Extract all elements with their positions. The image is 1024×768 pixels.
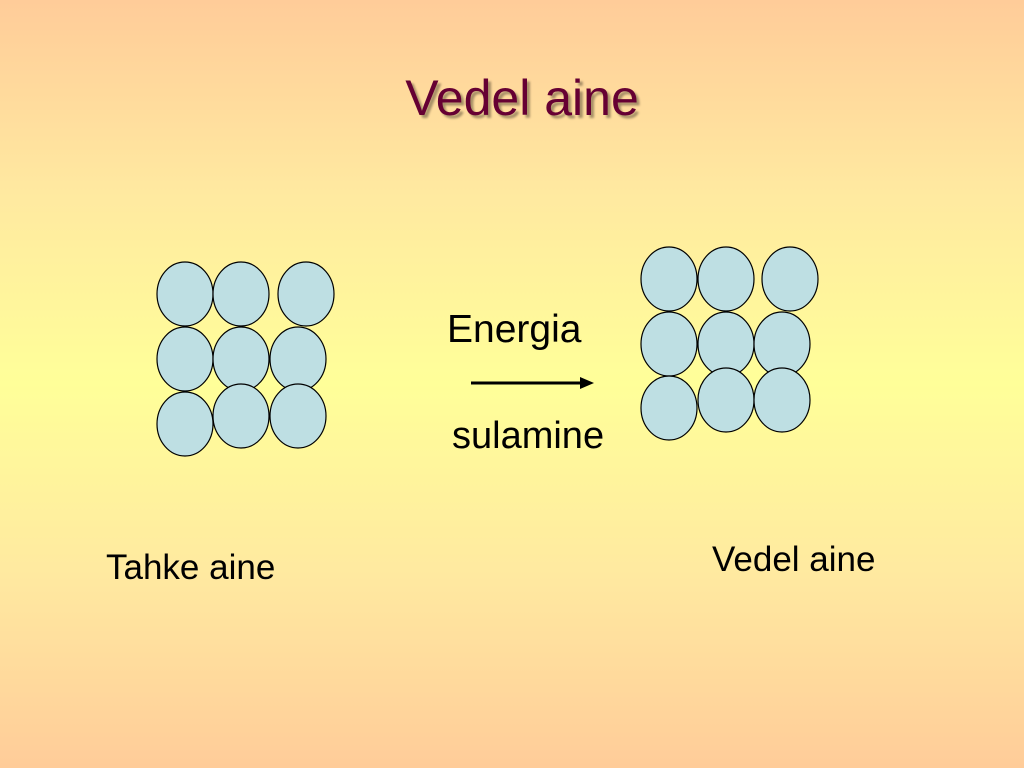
slide-title: Vedel aine [405,70,639,126]
solid-particle [156,391,214,457]
solid-particle [269,383,327,449]
liquid-particle [640,375,698,441]
liquid-particle [753,367,811,433]
arrow-top-label: Energia [447,308,582,351]
solid-state-label: Tahke aine [106,548,276,587]
liquid-particle [761,246,819,312]
reaction-arrow [471,377,594,389]
liquid-particle [697,311,755,377]
liquid-state-label: Vedel aine [712,540,876,579]
solid-particle [212,383,270,449]
liquid-particle [640,311,698,377]
solid-particle [269,326,327,392]
solid-particle [277,261,335,327]
liquid-particle-group [640,246,819,441]
solid-particle [156,261,214,327]
liquid-particle [753,311,811,377]
solid-particle [212,326,270,392]
solid-particle-group [156,261,335,457]
solid-particle [212,261,270,327]
arrow-bottom-label: sulamine [452,415,605,457]
liquid-particle [697,367,755,433]
liquid-particle [640,246,698,312]
solid-particle [156,326,214,392]
liquid-particle [697,246,755,312]
arrow-head [580,377,594,389]
